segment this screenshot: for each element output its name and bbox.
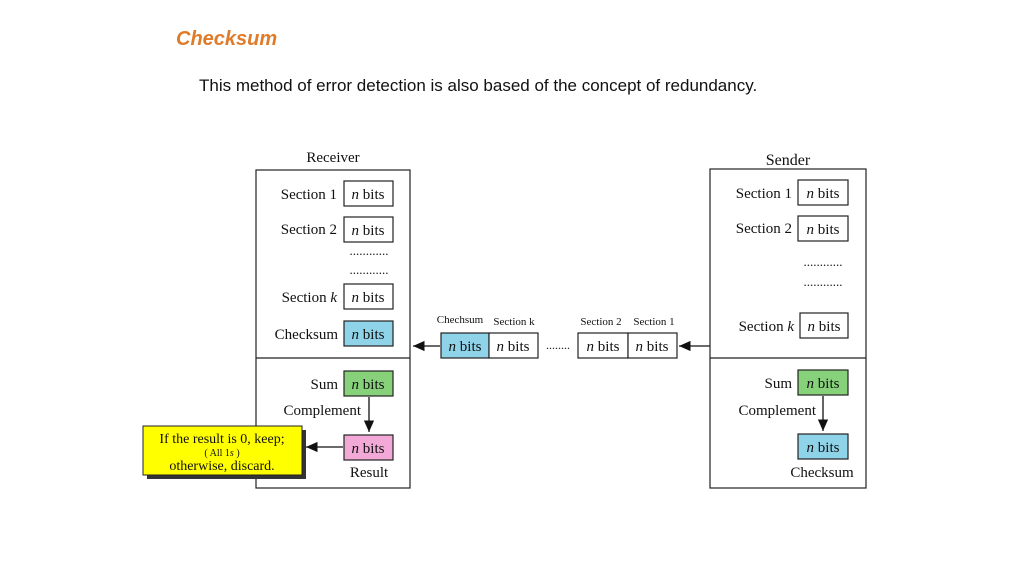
- sender-sectionk-label: Section k: [739, 319, 795, 335]
- receiver-sum-label: Sum: [310, 377, 338, 393]
- svg-text:n bits: n bits: [807, 222, 840, 238]
- sender-sum-label: Sum: [764, 376, 792, 392]
- tx-sectionk-header: Section k: [493, 316, 535, 328]
- sender-panel: Sender Section 1 n bits Section 2 n bits…: [709, 152, 867, 489]
- svg-text:n bits: n bits: [352, 327, 385, 343]
- receiver-dots-1: ............: [350, 243, 389, 258]
- svg-text:n bits: n bits: [807, 186, 840, 202]
- sender-sectionk-bits: n bits: [799, 312, 849, 339]
- page-subtitle: This method of error detection is also b…: [199, 76, 758, 95]
- sender-dots-2: ............: [804, 274, 843, 289]
- svg-text:n bits: n bits: [352, 187, 385, 203]
- callout-line2: ( All 1s ): [204, 448, 239, 459]
- svg-text:n bits: n bits: [808, 319, 841, 335]
- sender-checksum-label: Checksum: [790, 465, 854, 481]
- svg-text:n bits: n bits: [497, 339, 530, 355]
- svg-text:n bits: n bits: [807, 440, 840, 456]
- sender-complement-label: Complement: [739, 403, 817, 419]
- tx-checksum-header: Chechsum: [437, 314, 484, 326]
- receiver-result-label: Result: [350, 465, 389, 481]
- svg-text:n bits: n bits: [352, 223, 385, 239]
- svg-text:n bits: n bits: [352, 441, 385, 457]
- receiver-section1-bits: n bits: [343, 180, 394, 207]
- svg-text:n bits: n bits: [587, 339, 620, 355]
- tx-sectionk-bits: n bits: [488, 332, 539, 359]
- sender-sum-bits: n bits: [797, 369, 849, 396]
- sender-section2-bits: n bits: [797, 215, 849, 242]
- receiver-sum-bits: n bits: [343, 370, 394, 397]
- svg-text:n bits: n bits: [807, 376, 840, 392]
- callout-line1: If the result is 0, keep;: [159, 432, 284, 447]
- receiver-checksum-label: Checksum: [275, 327, 339, 343]
- sender-dots-1: ............: [804, 254, 843, 269]
- tx-section1-header: Section 1: [633, 316, 674, 328]
- tx-section2-header: Section 2: [580, 316, 621, 328]
- tx-section2-bits: n bits: [577, 332, 629, 359]
- receiver-section2-bits: n bits: [343, 216, 394, 243]
- svg-text:n bits: n bits: [352, 290, 385, 306]
- tx-section1-bits: n bits: [627, 332, 678, 359]
- receiver-dots-2: ............: [350, 262, 389, 277]
- callout-line3: otherwise, discard.: [169, 459, 274, 474]
- sender-section2-label: Section 2: [736, 221, 792, 237]
- svg-text:n bits: n bits: [449, 339, 482, 355]
- sender-title: Sender: [766, 152, 811, 169]
- receiver-sectionk-bits: n bits: [343, 283, 394, 310]
- receiver-sectionk-label: Section k: [282, 290, 338, 306]
- decision-callout: If the result is 0, keep; ( All 1s ) oth…: [142, 425, 306, 479]
- sender-checksum-bits: n bits: [797, 433, 849, 460]
- svg-text:n bits: n bits: [352, 377, 385, 393]
- sender-section1-label: Section 1: [736, 186, 792, 202]
- receiver-section2-label: Section 2: [281, 222, 337, 238]
- receiver-section1-label: Section 1: [281, 187, 337, 203]
- svg-text:n bits: n bits: [636, 339, 669, 355]
- tx-checksum-bits: n bits: [440, 332, 490, 359]
- receiver-result-bits: n bits: [343, 434, 394, 461]
- sender-section1-bits: n bits: [797, 179, 849, 206]
- receiver-complement-label: Complement: [284, 403, 362, 419]
- transmission-frame: Chechsum Section k Section 2 Section 1 n…: [413, 314, 710, 359]
- receiver-checksum-bits: n bits: [343, 320, 394, 347]
- receiver-panel: Receiver Section 1 n bits Section 2 n bi…: [255, 150, 411, 489]
- tx-gap-dots: ........: [546, 338, 570, 352]
- page-title: Checksum: [176, 28, 278, 50]
- receiver-title: Receiver: [306, 150, 359, 166]
